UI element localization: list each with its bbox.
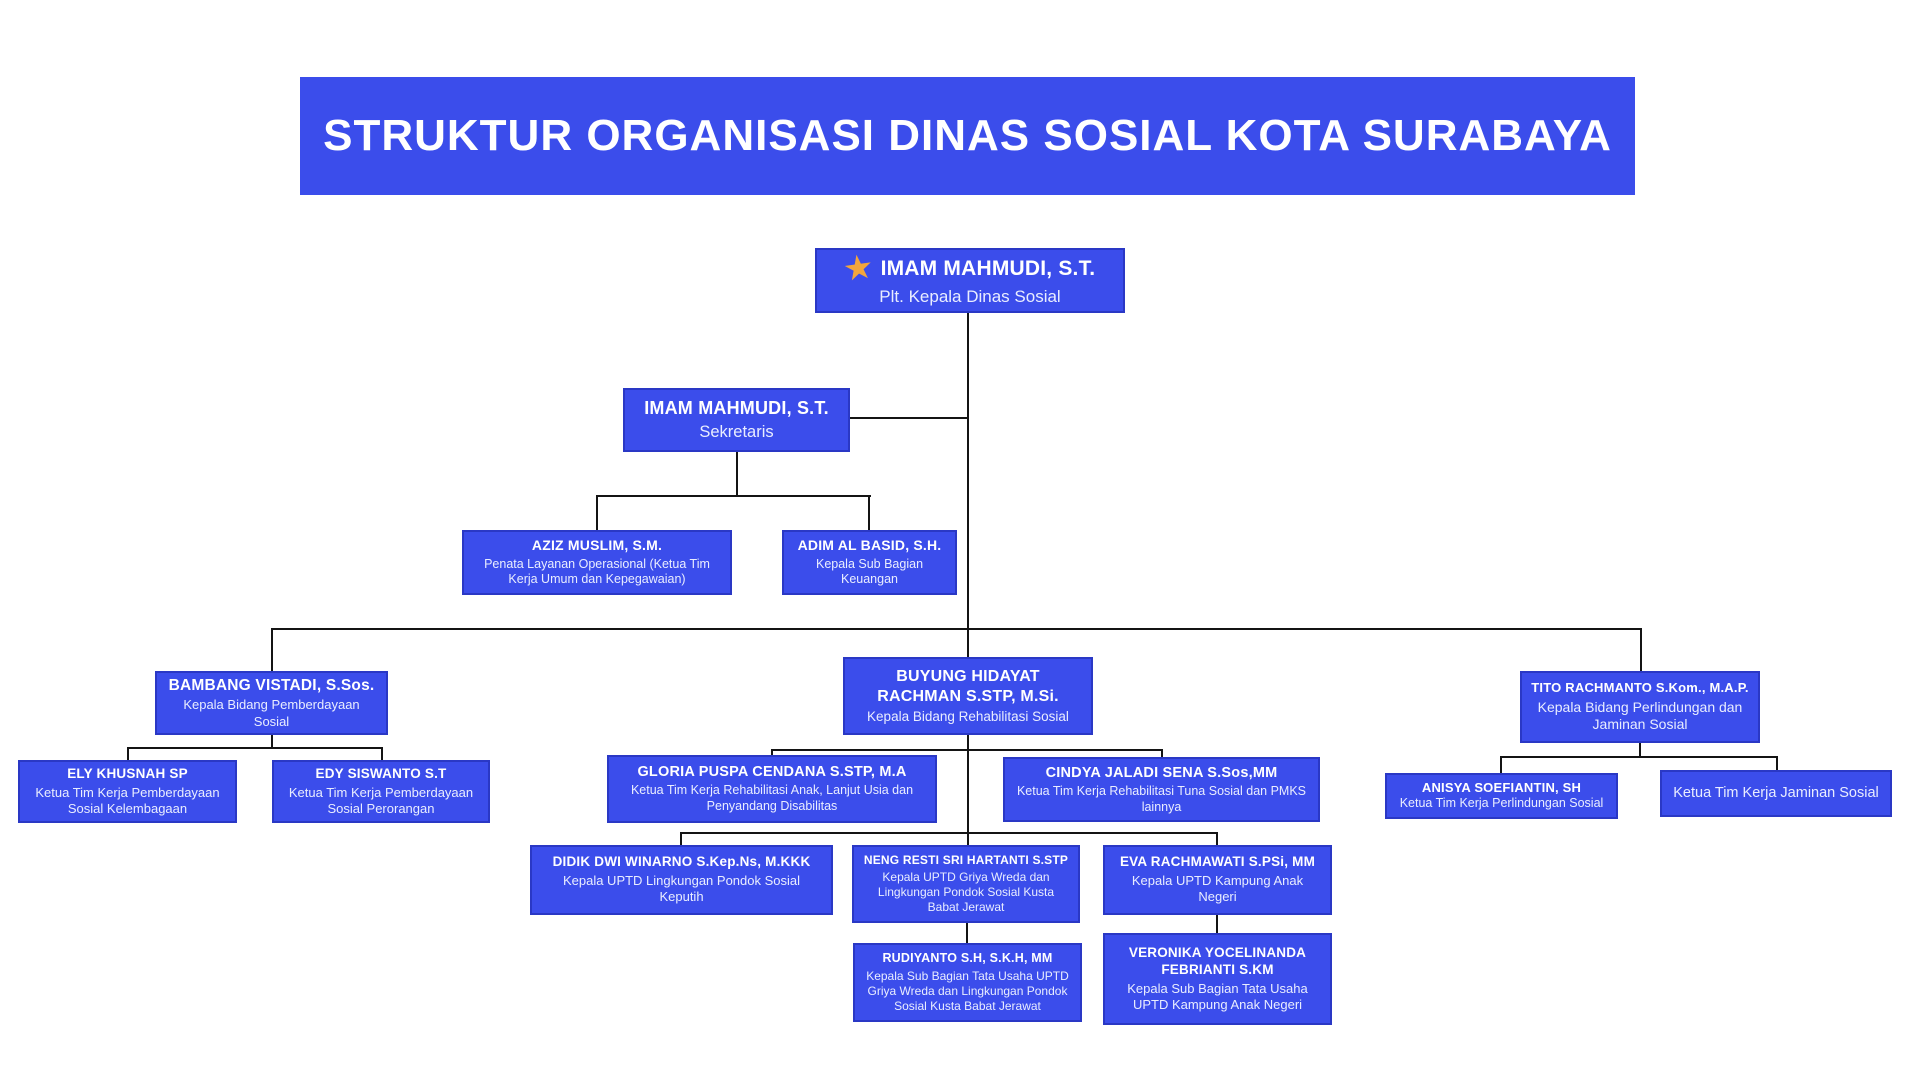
- node-role: Kepala Sub Bagian Keuangan: [815, 556, 924, 587]
- node-name: ADIM AL BASID, S.H.: [797, 537, 942, 554]
- node-name: GLORIA PUSPA CENDANA S.STP, M.A: [637, 764, 907, 781]
- node-role: Kepala Sub Bagian Tata Usaha UPTD Griya …: [866, 968, 1069, 1013]
- org-node-aziz-muslim: AZIZ MUSLIM, S.M. Penata Layanan Operasi…: [451, 520, 732, 595]
- connector-line: [1500, 756, 1502, 774]
- connector-line: [1640, 628, 1642, 672]
- node-role: Ketua Tim Kerja Pemberdayaan Sosial Pero…: [288, 784, 474, 816]
- org-node-plt-kepala-dinas: ★ IMAM MAHMUDI, S.T. Plt. Kepala Dinas S…: [804, 238, 1125, 313]
- node-name: BAMBANG VISTADI, S.Sos.: [168, 677, 375, 695]
- node-name: RUDIYANTO S.H, S.K.H, MM: [882, 951, 1053, 966]
- org-node-eva-rachmawati: EVA RACHMAWATI S.PSi, MM Kepala UPTD Kam…: [1092, 835, 1332, 915]
- connector-line: [868, 495, 870, 531]
- connector-line: [966, 923, 968, 944]
- node-name: TITO RACHMANTO S.Kom., M.A.P.: [1531, 680, 1749, 696]
- connector-line: [127, 747, 129, 761]
- connector-line: [127, 747, 383, 749]
- node-role: Sekretaris: [699, 422, 774, 441]
- connector-line: [271, 735, 273, 749]
- org-node-gloria-puspa: GLORIA PUSPA CENDANA S.STP, M.A Ketua Ti…: [596, 745, 937, 823]
- node-role: Penata Layanan Operasional (Ketua Tim Ke…: [484, 556, 710, 587]
- connector-line: [381, 747, 383, 761]
- node-name: BUYUNG HIDAYAT RACHMAN S.STP, M.Si.: [877, 667, 1059, 705]
- org-node-jaminan-sosial: Ketua Tim Kerja Jaminan Sosial: [1648, 763, 1904, 832]
- connector-line: [850, 417, 969, 419]
- org-node-buyung-hidayat: BUYUNG HIDAYAT RACHMAN S.STP, M.Si. Kepa…: [832, 647, 1093, 735]
- org-node-ely-khusnah: ELY KHUSNAH SP Ketua Tim Kerja Pemberday…: [7, 750, 237, 823]
- connector-line: [1216, 832, 1218, 846]
- connector-line: [1161, 749, 1163, 758]
- org-node-anisya-soefiantin: ANISYA SOEFIANTIN, SH Ketua Tim Kerja Pe…: [1373, 766, 1630, 834]
- node-role: Kepala UPTD Kampung Anak Negeri: [1131, 873, 1304, 905]
- node-role: Ketua Tim Kerja Pemberdayaan Sosial Kele…: [35, 784, 220, 816]
- node-role: Kepala Bidang Pemberdayaan Sosial: [183, 697, 360, 729]
- org-node-rudiyanto: RUDIYANTO S.H, S.K.H, MM Kepala Sub Bagi…: [842, 933, 1082, 1022]
- node-role: Ketua Tim Kerja Rehabilitasi Anak, Lanju…: [630, 783, 914, 814]
- node-role: Plt. Kepala Dinas Sosial: [879, 286, 1061, 306]
- node-role: Kepala UPTD Lingkungan Pondok Sosial Kep…: [562, 873, 801, 905]
- connector-line: [736, 452, 738, 497]
- connector-line: [1639, 743, 1641, 758]
- node-name: EDY SISWANTO S.T: [315, 765, 447, 781]
- org-node-edy-siswanto: EDY SISWANTO S.T Ketua Tim Kerja Pemberd…: [261, 750, 490, 823]
- node-role: Ketua Tim Kerja Jaminan Sosial: [1673, 785, 1879, 802]
- org-node-adim-al-basid: ADIM AL BASID, S.H. Kepala Sub Bagian Ke…: [771, 520, 957, 595]
- org-node-tito-rachmanto: TITO RACHMANTO S.Kom., M.A.P. Kepala Bid…: [1509, 661, 1760, 743]
- org-node-bambang-vistadi: BAMBANG VISTADI, S.Sos. Kepala Bidang Pe…: [144, 661, 388, 735]
- org-node-didik-dwi: DIDIK DWI WINARNO S.Kep.Ns, M.KKK Kepala…: [519, 835, 833, 915]
- node-name: ELY KHUSNAH SP: [67, 765, 188, 781]
- node-name: CINDYA JALADI SENA S.Sos,MM: [1045, 764, 1278, 781]
- node-name: AZIZ MUSLIM, S.M.: [531, 537, 663, 554]
- connector-line: [680, 832, 682, 846]
- node-name: NENG RESTI SRI HARTANTI S.STP: [863, 853, 1069, 867]
- connector-line: [1776, 756, 1778, 771]
- node-role: Kepala Sub Bagian Tata Usaha UPTD Kampun…: [1127, 980, 1308, 1012]
- node-name: IMAM MAHMUDI, S.T.: [880, 256, 1096, 280]
- node-name: DIDIK DWI WINARNO S.Kep.Ns, M.KKK: [552, 854, 811, 870]
- org-node-cindya-jaladi: CINDYA JALADI SENA S.Sos,MM Ketua Tim Ke…: [992, 747, 1320, 822]
- connector-line: [1216, 915, 1218, 934]
- connector-line: [596, 495, 598, 531]
- star-icon: ★: [842, 250, 874, 287]
- node-name: IMAM MAHMUDI, S.T.: [644, 398, 829, 419]
- node-name: EVA RACHMAWATI S.PSi, MM: [1119, 854, 1316, 870]
- org-node-veronika: VERONIKA YOCELINANDA FEBRIANTI S.KM Kepa…: [1092, 923, 1332, 1025]
- node-role: Kepala Bidang Perlindungan dan Jaminan S…: [1537, 698, 1743, 733]
- org-node-neng-resti: NENG RESTI SRI HARTANTI S.STP Kepala UPT…: [841, 835, 1080, 923]
- connector-line: [1500, 756, 1778, 758]
- page-title: STRUKTUR ORGANISASI DINAS SOSIAL KOTA SU…: [286, 60, 1635, 195]
- node-name: ANISYA SOEFIANTIN, SH: [1421, 780, 1582, 796]
- connector-line: [967, 313, 969, 659]
- connector-line: [680, 832, 1218, 834]
- connector-line: [771, 749, 1163, 751]
- org-node-sekretaris: IMAM MAHMUDI, S.T. Sekretaris: [612, 378, 850, 452]
- connector-line: [271, 628, 1642, 630]
- connector-line: [771, 749, 773, 757]
- node-role: Kepala Bidang Rehabilitasi Sosial: [867, 708, 1069, 724]
- node-name: VERONIKA YOCELINANDA FEBRIANTI S.KM: [1128, 944, 1307, 977]
- connector-line: [967, 735, 969, 846]
- node-role: Ketua Tim Kerja Rehabilitasi Tuna Sosial…: [1016, 783, 1307, 814]
- node-role: Ketua Tim Kerja Perlindungan Sosial: [1399, 796, 1604, 811]
- connector-line: [271, 628, 273, 672]
- connector-line: [596, 495, 871, 497]
- node-role: Kepala UPTD Griya Wreda dan Lingkungan P…: [877, 870, 1055, 914]
